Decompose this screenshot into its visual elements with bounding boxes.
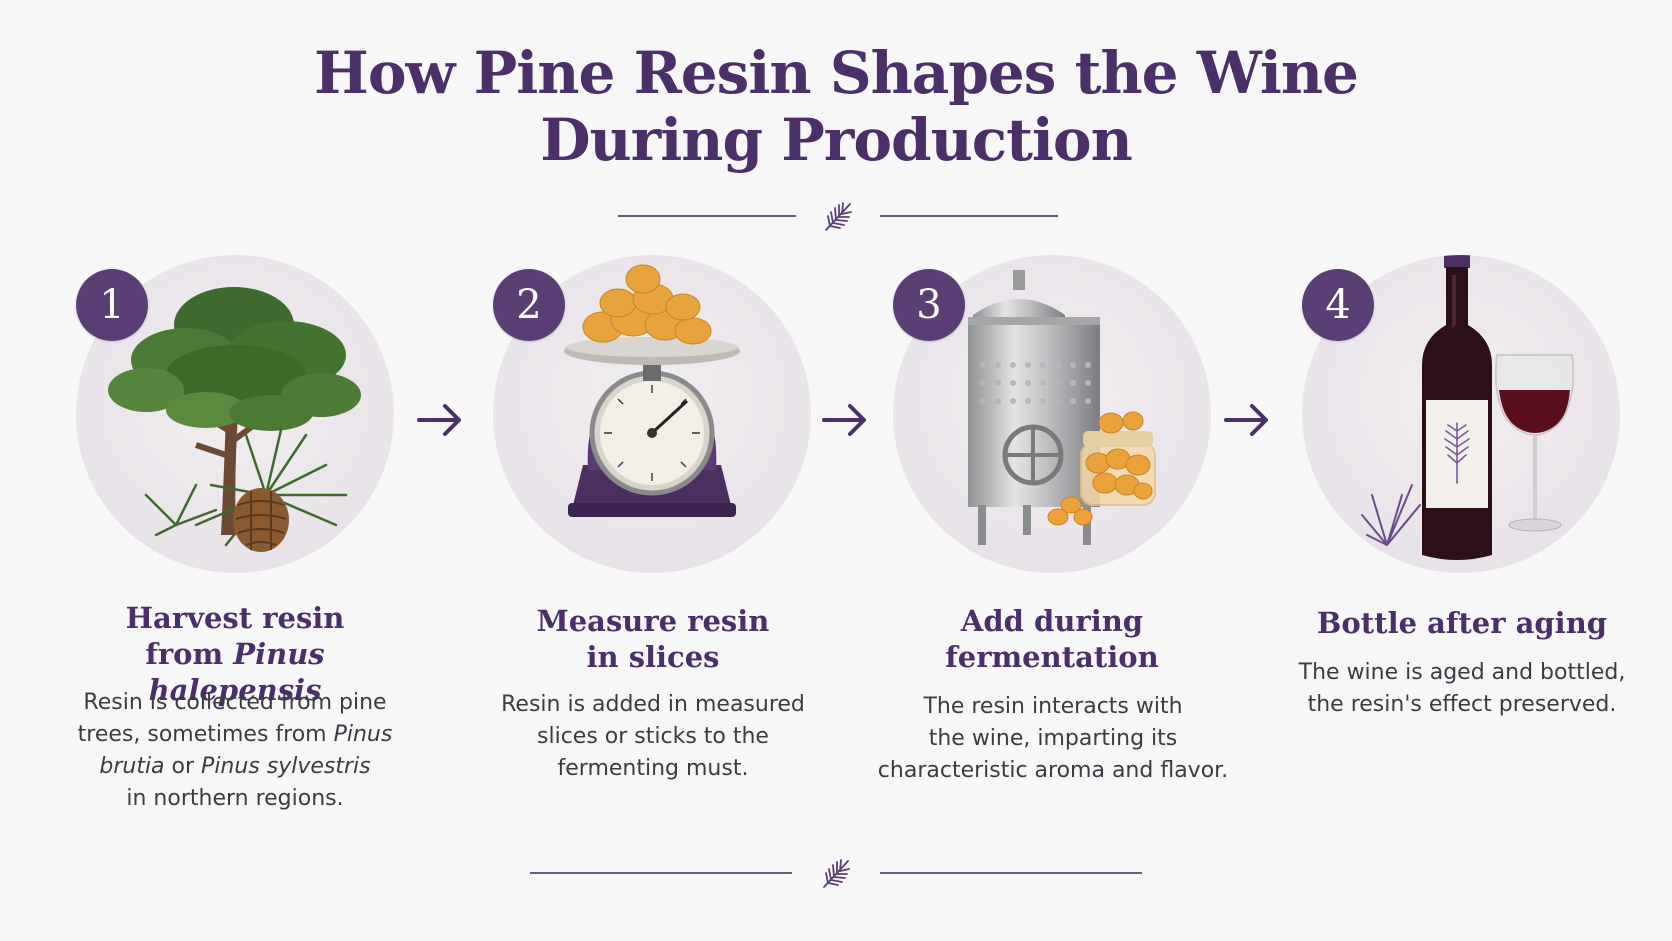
step-1-description: Resin is collected from pine trees, some… bbox=[77, 690, 393, 811]
arrow-right-icon bbox=[822, 404, 866, 436]
title-line-2: During Production bbox=[540, 106, 1133, 174]
divider-line-right bbox=[880, 215, 1058, 217]
fermentation-tank-icon bbox=[968, 270, 1156, 545]
step-3-title: Add during fermentation bbox=[945, 604, 1159, 674]
step-1-title: Harvest resin from Pinus halepensis bbox=[125, 601, 345, 707]
step-4-description: The wine is aged and bottled, the resin'… bbox=[1298, 660, 1626, 717]
arrow-right-icon bbox=[1224, 404, 1268, 436]
top-divider bbox=[0, 196, 1672, 236]
step-2-description: Resin is added in measured slices or sti… bbox=[501, 692, 805, 781]
divider-line-left bbox=[530, 872, 792, 874]
pine-sprig-icon bbox=[823, 859, 850, 888]
arrow-right-icon bbox=[417, 404, 461, 436]
step-1-image bbox=[76, 255, 394, 573]
step-3-image bbox=[893, 255, 1211, 573]
divider-line-left bbox=[618, 215, 796, 217]
step-4-number-badge: 4 bbox=[1302, 269, 1374, 341]
step-1-number-badge: 1 bbox=[76, 269, 148, 341]
wine-bottle-icon bbox=[1361, 255, 1575, 560]
step-4-image bbox=[1302, 255, 1620, 573]
page-title: How Pine Resin Shapes the Wine During Pr… bbox=[0, 40, 1672, 174]
bottom-divider bbox=[0, 853, 1672, 893]
step-2-number-badge: 2 bbox=[493, 269, 565, 341]
kitchen-scale-icon bbox=[564, 264, 740, 517]
title-line-1: How Pine Resin Shapes the Wine bbox=[314, 39, 1359, 107]
pine-tree-icon bbox=[108, 287, 361, 552]
step-3-description: The resin interacts with the wine, impar… bbox=[877, 694, 1229, 783]
step-4-title: Bottle after aging bbox=[1316, 606, 1608, 640]
divider-line-right bbox=[880, 872, 1142, 874]
step-3-number-badge: 3 bbox=[893, 269, 965, 341]
step-2-title: Measure resin in slices bbox=[536, 604, 770, 674]
pine-sprig-icon bbox=[825, 202, 852, 231]
